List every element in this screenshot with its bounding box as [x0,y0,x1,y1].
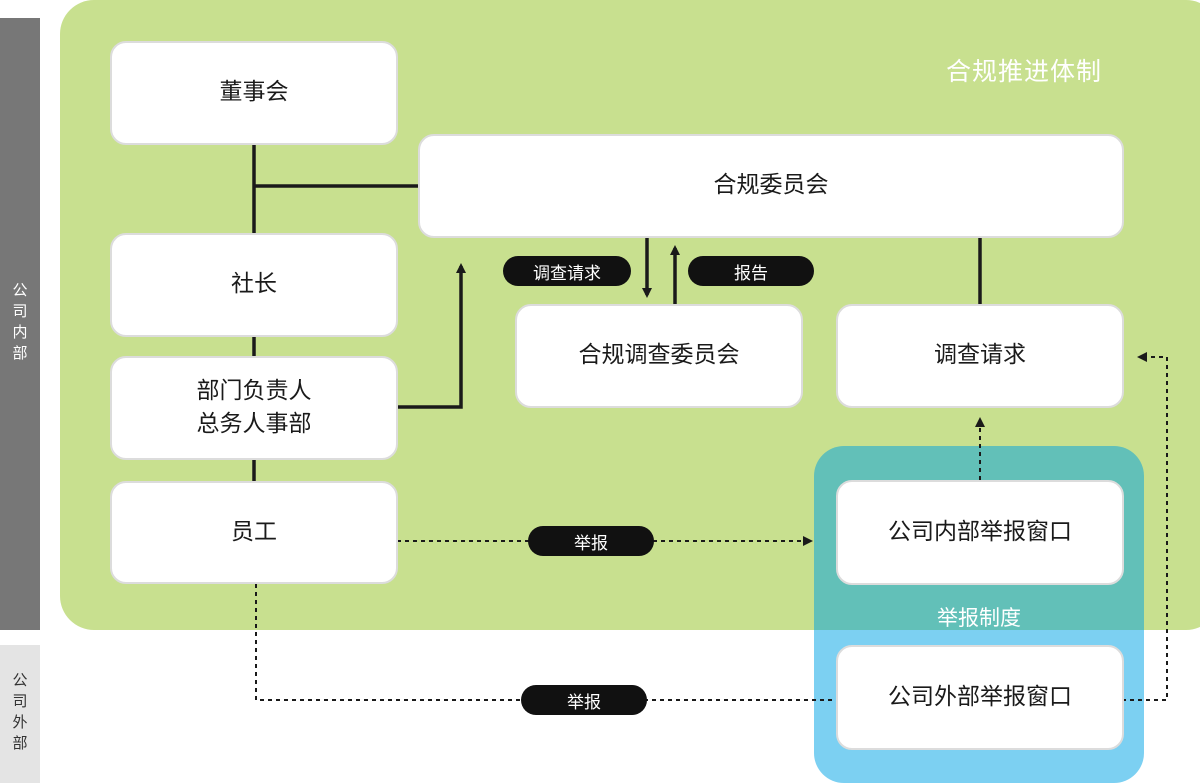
request-tag-label: 调查请求 [533,263,601,284]
external-window-to-request-arrow [1122,352,1168,701]
investigation-committee-label: 合规调查委员会 [578,342,740,369]
internal-whistle-tag: 举报 [528,526,654,556]
report-system-label: 举报制度 [937,606,1021,630]
compliance-committee-box: 合规委员会 [418,134,1124,238]
side-label-external-text: 公司外部 [10,672,29,756]
employee-box: 员工 [110,481,398,584]
internal-report-window-label: 公司内部举报窗口 [888,518,1072,545]
external-whistle-tag-label: 举报 [567,692,601,713]
internal-whistle-tag-label: 举报 [574,533,608,554]
compliance-committee-label: 合规委员会 [713,172,829,199]
request-tag: 调查请求 [503,256,631,286]
report-tag-label: 报告 [734,263,768,284]
president-box: 社长 [110,233,398,337]
side-label-external: 公司外部 [0,645,40,783]
external-report-window-label: 公司外部举报窗口 [888,683,1072,710]
external-report-window-box: 公司外部举报窗口 [836,645,1124,750]
side-label-internal-text: 公司内部 [10,282,29,366]
department-label-line1: 部门负责人 [196,377,312,404]
investigation-request-label: 调查请求 [934,342,1026,369]
employee-label: 员工 [231,518,277,545]
external-whistle-tag: 举报 [521,685,647,715]
side-label-internal: 公司内部 [0,18,40,630]
president-label: 社长 [231,271,277,298]
compliance-area-title: 合规推进体制 [946,57,1103,86]
dept-to-committee-arrow [397,263,466,409]
employee-external-whistle-line [255,584,836,701]
department-box: 部门负责人 总务人事部 [110,356,398,460]
investigation-committee-box: 合规调查委员会 [515,304,803,408]
board-box: 董事会 [110,41,398,145]
report-tag: 报告 [688,256,814,286]
board-label: 董事会 [219,79,289,106]
internal-report-window-box: 公司内部举报窗口 [836,480,1124,585]
department-label-line2: 总务人事部 [196,411,312,437]
investigation-request-box: 调查请求 [836,304,1124,408]
